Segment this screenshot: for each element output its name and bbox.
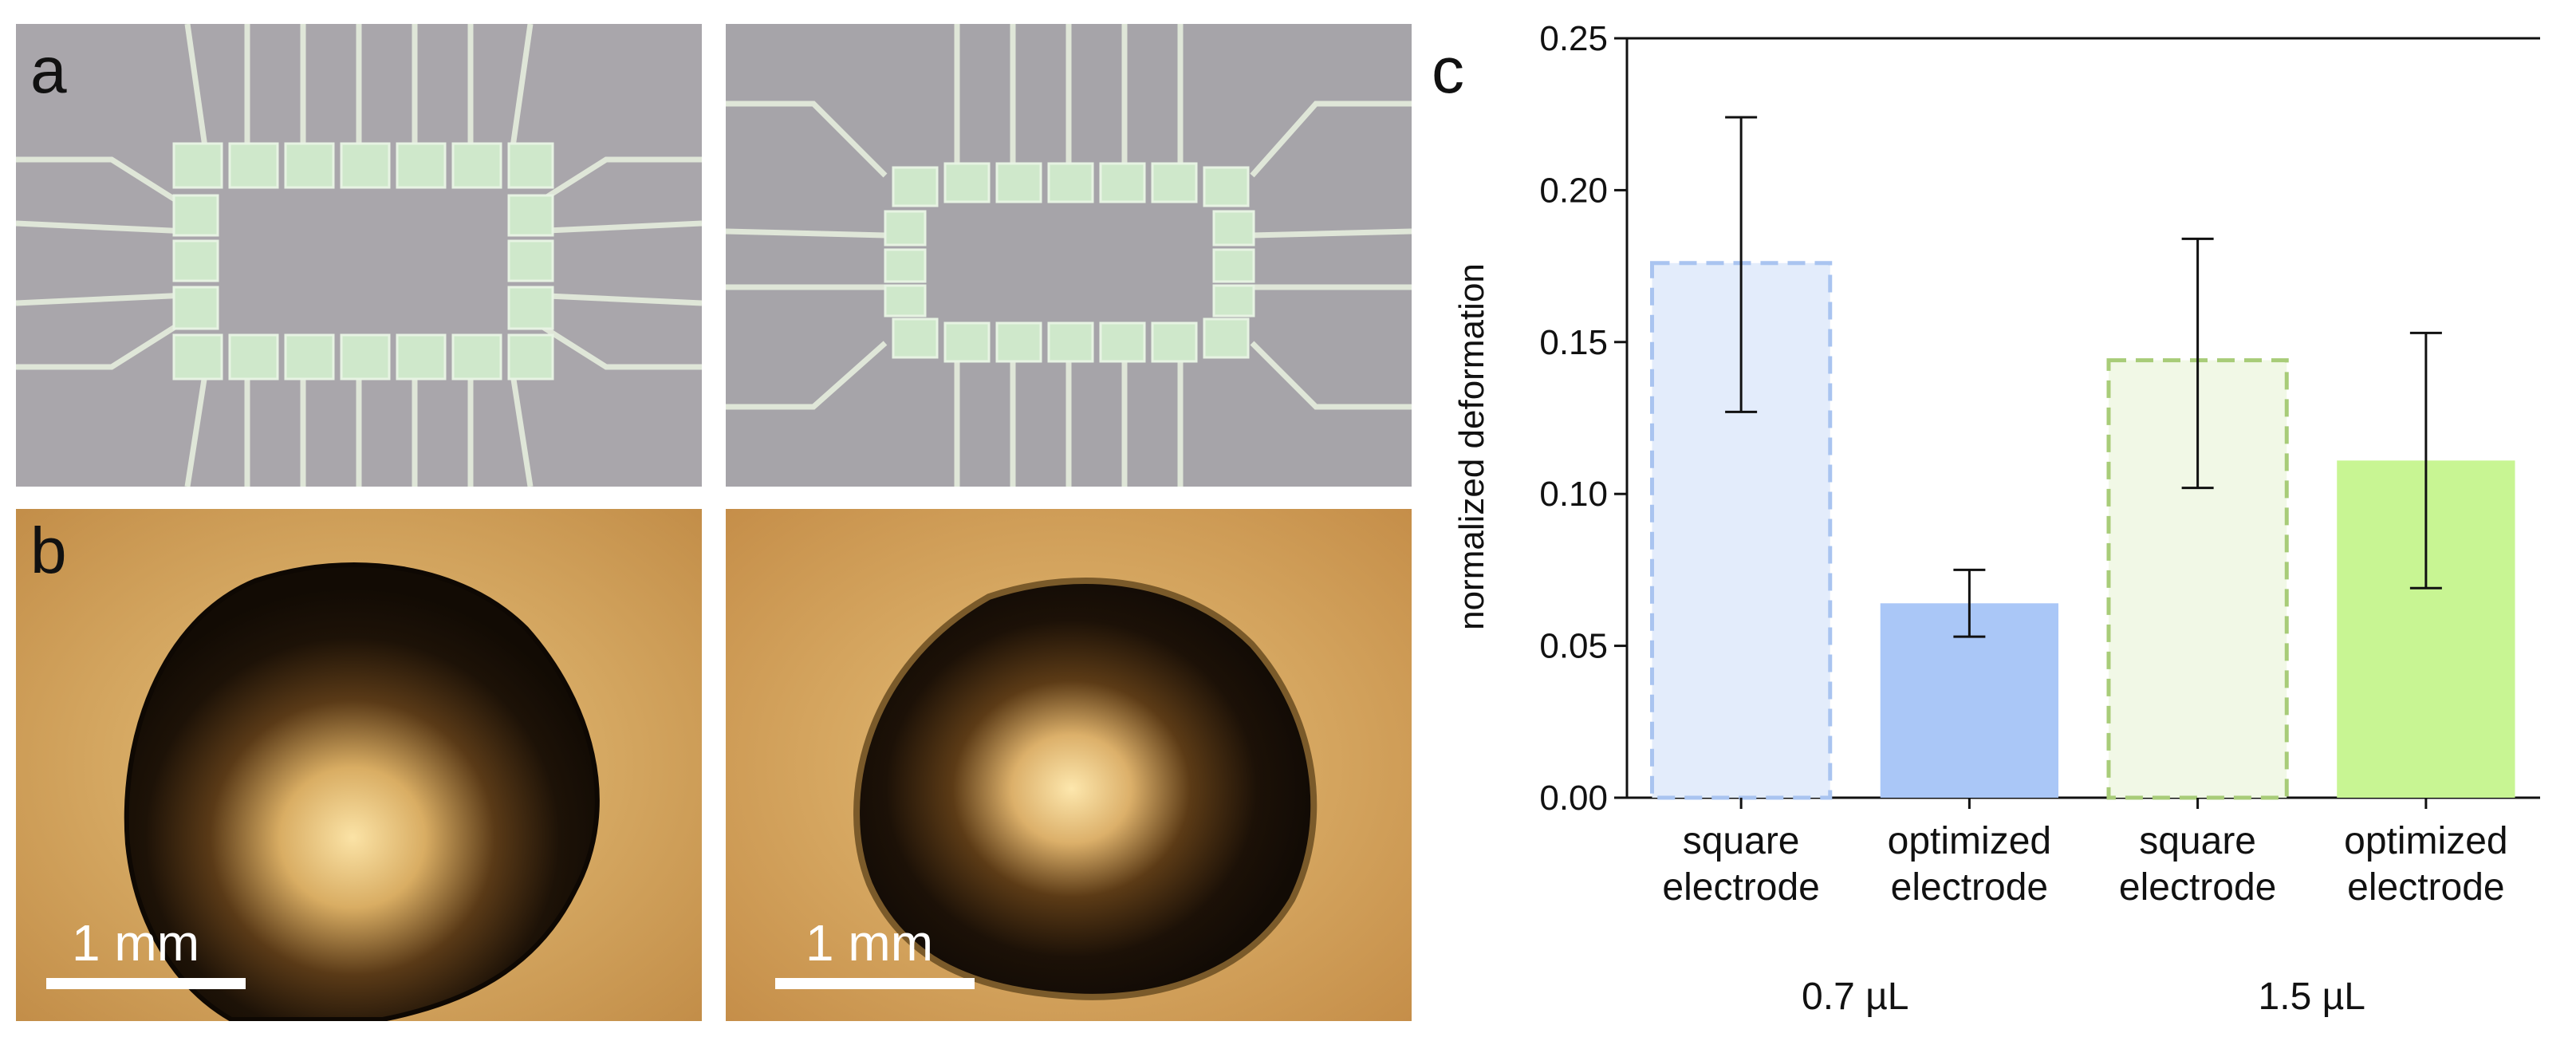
deformation-bar-chart: normalized deformation 0.00 0.05 0.10 0.15 0…: [1452, 19, 2540, 1018]
x-tick-label: square: [1683, 820, 1800, 862]
panel-letter-c: c: [1432, 34, 1464, 107]
y-tick-label: 0.00: [1539, 779, 1608, 818]
y-tick-label: 0.10: [1539, 475, 1608, 514]
x-tick-label: optimized: [2344, 820, 2507, 862]
electrode-image-optimized: [726, 24, 1412, 487]
droplet-image-optimized: [726, 509, 1412, 1021]
droplet-image-square: [16, 509, 702, 1021]
x-tick-label: electrode: [1662, 866, 1819, 909]
x-tick-label: electrode: [2347, 866, 2504, 909]
y-tick-label: 0.20: [1539, 171, 1608, 210]
x-tick-label: electrode: [1891, 866, 2048, 909]
group-label: 0.7 µL: [1802, 976, 1908, 1018]
y-axis-label: normalized deformation: [1452, 263, 1491, 630]
x-tick-label: square: [2139, 820, 2256, 862]
scale-bar-right: [775, 978, 975, 989]
panel-letter-b: b: [30, 515, 67, 587]
scale-bar-label-right: 1 mm: [805, 914, 933, 972]
y-tick-label: 0.25: [1539, 19, 1608, 58]
x-tick-label: electrode: [2119, 866, 2276, 909]
y-tick-label: 0.15: [1539, 323, 1608, 362]
group-label: 1.5 µL: [2259, 976, 2365, 1018]
y-tick-label: 0.05: [1539, 627, 1608, 666]
electrode-image-square: [16, 24, 702, 487]
x-tick-label: optimized: [1888, 820, 2051, 862]
plot-area: 0.000.050.100.150.200.25squareelectrodeo…: [1539, 19, 2540, 1018]
panel-letter-a: a: [30, 34, 67, 107]
scale-bar-left: [46, 978, 246, 989]
scale-bar-label-left: 1 mm: [72, 914, 199, 972]
